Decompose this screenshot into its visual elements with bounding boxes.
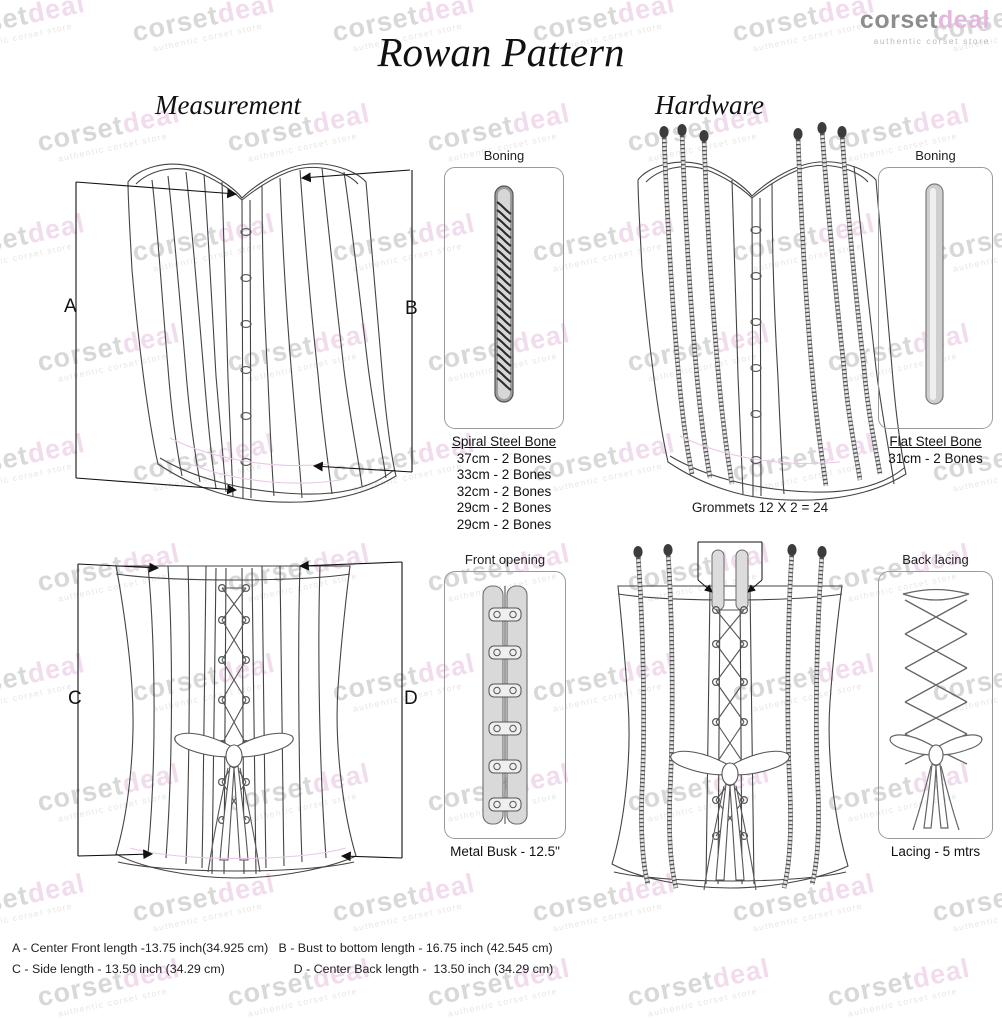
- metal-busk-illustration: [482, 585, 528, 825]
- panel-back-lacing: Back lacing Lacing - 5 mtrs: [878, 552, 993, 861]
- brand-tagline: authentic corset store: [873, 36, 990, 46]
- brand-logo: corsetdeal authentic corset store: [860, 6, 990, 46]
- flat-bone-line-0: 31cm - 2 Bones: [888, 450, 983, 466]
- flat-bone-heading: Flat Steel Bone: [889, 434, 982, 449]
- measurement-label-b: B: [405, 298, 418, 319]
- panel-boning-flat-title: Boning: [915, 148, 956, 163]
- figure-measurement-back: [50, 548, 430, 903]
- measurement-label-d: D: [404, 688, 418, 709]
- legend-line-1: C - Side length - 13.50 inch (34.29 cm) …: [12, 962, 554, 976]
- spiral-bone-line-2: 32cm - 2 Bones: [456, 483, 552, 499]
- panel-front-opening-title: Front opening: [464, 552, 546, 567]
- panel-back-lacing-title: Back lacing: [902, 552, 969, 567]
- panel-boning-spiral-title: Boning: [483, 148, 525, 163]
- section-heading-measurement: Measurement: [155, 90, 301, 120]
- panel-front-opening: Front opening Metal Busk: [444, 552, 566, 861]
- spiral-steel-bone-illustration: [494, 185, 514, 403]
- spiral-bone-line-1: 33cm - 2 Bones: [456, 467, 552, 482]
- front-opening-caption: Metal Busk - 12.5": [450, 844, 560, 859]
- measurement-legend: A - Center Front length -13.75 inch(34.9…: [12, 938, 553, 980]
- figure-hardware-back: [580, 540, 880, 905]
- brand-name-part2: deal: [937, 6, 990, 34]
- flat-steel-bone-illustration: [925, 183, 944, 405]
- spiral-bone-line-0: 37cm - 2 Bones: [456, 450, 552, 466]
- brand-name-part1: corset: [859, 6, 938, 34]
- spiral-bone-line-4: 29cm - 2 Bones: [456, 516, 552, 532]
- section-heading-hardware: Hardware: [655, 90, 765, 120]
- figure-measurement-front: [40, 120, 440, 525]
- figure-hardware-front: [578, 118, 908, 523]
- back-lacing-illustration: [889, 588, 983, 831]
- legend-line-0: A - Center Front length -13.75 inch(34.9…: [12, 941, 553, 955]
- panel-boning-spiral: Boning Spiral Steel Bone 37cm: [444, 148, 564, 533]
- back-lacing-caption: Lacing - 5 mtrs: [890, 844, 981, 859]
- panel-boning-flat: Boning Flat Steel Bone 31cm - 2 Bones: [878, 148, 993, 467]
- grommets-note: Grommets 12 X 2 = 24: [691, 500, 829, 515]
- measurement-label-a: A: [64, 296, 77, 317]
- measurement-label-c: C: [68, 688, 82, 709]
- page-title: Rowan Pattern: [377, 29, 625, 75]
- spiral-bone-heading: Spiral Steel Bone: [451, 434, 557, 449]
- spiral-bone-line-3: 29cm - 2 Bones: [456, 500, 552, 515]
